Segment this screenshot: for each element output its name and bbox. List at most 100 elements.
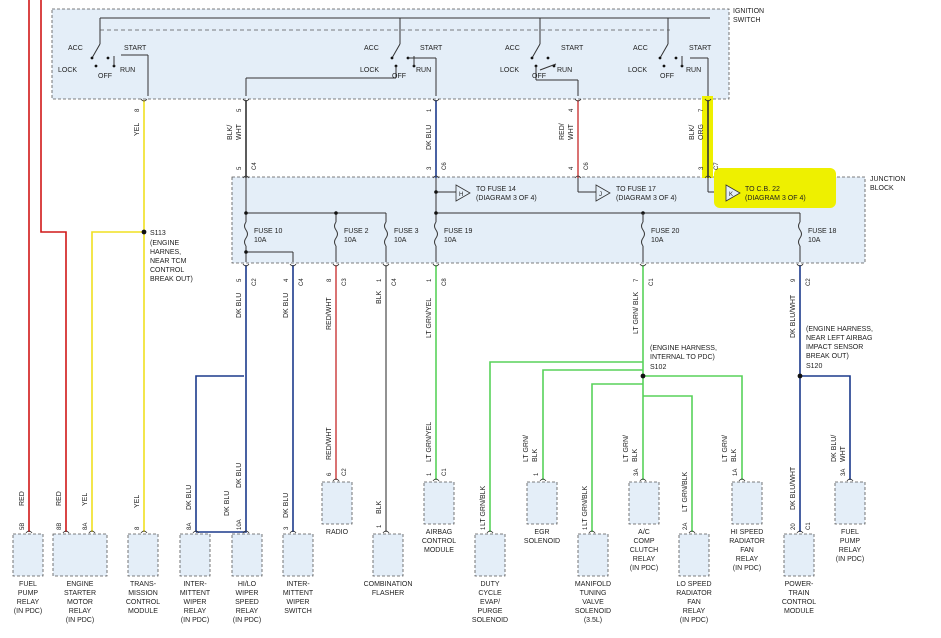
pin-label: 3 bbox=[427, 166, 433, 170]
svg-text:RADIO: RADIO bbox=[326, 529, 349, 536]
svg-text:ENGINE: ENGINE bbox=[67, 581, 94, 588]
svg-text:SOLENOID: SOLENOID bbox=[524, 538, 560, 545]
lower-wire-labels: RED/WHT 6 C2 LT GRN/YEL 1 C1 BLK 1 LT GR… bbox=[326, 422, 847, 528]
ref-triangle-j bbox=[595, 184, 611, 202]
radio-label: RADIO bbox=[326, 529, 349, 536]
splice-dot-s113 bbox=[141, 229, 147, 235]
svg-text:MODULE: MODULE bbox=[424, 547, 454, 554]
svg-text:DK BLU: DK BLU bbox=[283, 493, 290, 518]
splice-s113-label: S113 (ENGINE HARNES, NEAR TCM CONTROL BR… bbox=[150, 230, 193, 283]
svg-text:7: 7 bbox=[634, 278, 640, 282]
svg-text:TUNING: TUNING bbox=[580, 590, 607, 597]
svg-text:3A: 3A bbox=[634, 469, 640, 476]
powertrain-control-module-label: POWER- TRAIN CONTROL MODULE bbox=[782, 581, 816, 615]
intermittent-wiper-switch-label: INTER- MITTENT WIPER SWITCH bbox=[283, 581, 314, 615]
svg-text:MANIFOLD: MANIFOLD bbox=[575, 581, 611, 588]
lock-label: LOCK bbox=[628, 67, 647, 74]
svg-text:1: 1 bbox=[427, 278, 433, 282]
wire-color-label: BLK/ bbox=[227, 125, 234, 140]
wire-color-label: YEL bbox=[134, 123, 141, 136]
svg-text:SWITCH: SWITCH bbox=[284, 608, 312, 615]
off-label: OFF bbox=[532, 73, 546, 80]
svg-text:RELAY: RELAY bbox=[633, 556, 656, 563]
svg-text:PURGE: PURGE bbox=[478, 608, 503, 615]
svg-text:CLUTCH: CLUTCH bbox=[630, 547, 658, 554]
acc-label: ACC bbox=[68, 45, 83, 52]
run-label: RUN bbox=[416, 67, 431, 74]
wire-color-label: WHT bbox=[236, 123, 243, 140]
svg-text:8: 8 bbox=[327, 278, 333, 282]
splice-dot-s120 bbox=[797, 373, 803, 379]
svg-text:CONTROL: CONTROL bbox=[126, 599, 160, 606]
svg-text:C1: C1 bbox=[649, 278, 655, 286]
svg-text:RELAY: RELAY bbox=[69, 608, 92, 615]
svg-text:LT GRN/: LT GRN/ bbox=[722, 435, 729, 462]
svg-text:LT GRN/: LT GRN/ bbox=[623, 435, 630, 462]
svg-text:FLASHER: FLASHER bbox=[372, 590, 404, 597]
svg-text:C4: C4 bbox=[299, 278, 305, 286]
fuse-label: FUSE 18 bbox=[808, 228, 837, 235]
svg-text:BLK: BLK bbox=[376, 500, 383, 514]
combination-flasher-label: COMBINATION FLASHER bbox=[364, 581, 413, 597]
svg-text:(IN PDC): (IN PDC) bbox=[836, 556, 864, 563]
svg-text:SPEED: SPEED bbox=[235, 599, 259, 606]
left-red-wires bbox=[28, 0, 67, 532]
connector-bumps bbox=[25, 98, 854, 534]
pin-label: 7 bbox=[699, 108, 705, 112]
fuse-rating: 10A bbox=[394, 237, 407, 244]
fuse-symbols bbox=[244, 221, 802, 247]
svg-text:8A: 8A bbox=[187, 523, 193, 530]
svg-text:LT GRN/BLK: LT GRN/BLK bbox=[480, 485, 487, 526]
svg-text:(IN PDC): (IN PDC) bbox=[66, 617, 94, 624]
svg-text:C1: C1 bbox=[442, 468, 448, 476]
ignition-switch-title-2: SWITCH bbox=[733, 17, 761, 24]
svg-text:DK BLU: DK BLU bbox=[186, 485, 193, 510]
svg-text:FUEL: FUEL bbox=[19, 581, 37, 588]
pin-label: 5 bbox=[237, 108, 243, 112]
lock-label: LOCK bbox=[58, 67, 77, 74]
svg-text:WIPER: WIPER bbox=[236, 590, 259, 597]
svg-text:C1: C1 bbox=[806, 522, 812, 530]
duty-cycle-evap-purge-solenoid-label: DUTY CYCLE EVAP/ PURGE SOLENOID bbox=[472, 581, 508, 624]
svg-text:DK BLU: DK BLU bbox=[224, 491, 231, 516]
yellow-wires bbox=[91, 100, 147, 532]
connector-label: C6 bbox=[584, 162, 590, 170]
svg-text:INTER-: INTER- bbox=[183, 581, 207, 588]
svg-text:C3: C3 bbox=[342, 278, 348, 286]
fuse-label: FUSE 10 bbox=[254, 228, 283, 235]
svg-text:WIPER: WIPER bbox=[184, 599, 207, 606]
svg-text:CONTROL: CONTROL bbox=[150, 267, 184, 274]
svg-text:YEL: YEL bbox=[134, 495, 141, 508]
ref-triangle-k bbox=[725, 184, 741, 202]
pin-label: 8 bbox=[135, 108, 141, 112]
svg-text:BREAK OUT): BREAK OUT) bbox=[806, 353, 849, 360]
svg-text:(3.5L): (3.5L) bbox=[584, 617, 602, 624]
fuel-pump-relay-right-label: FUEL PUMP RELAY (IN PDC) bbox=[836, 529, 864, 563]
connector-label: C6 bbox=[442, 162, 448, 170]
svg-text:BREAK OUT): BREAK OUT) bbox=[150, 276, 193, 283]
svg-text:(ENGINE HARNESS,: (ENGINE HARNESS, bbox=[650, 345, 717, 352]
fuse-rating: 10A bbox=[651, 237, 664, 244]
ign-to-jb-wires bbox=[245, 96, 713, 178]
svg-text:(ENGINE HARNESS,: (ENGINE HARNESS, bbox=[806, 326, 873, 333]
jb-output-wires bbox=[195, 265, 851, 533]
off-label: OFF bbox=[98, 73, 112, 80]
red-wire-starter bbox=[40, 0, 67, 532]
svg-text:20: 20 bbox=[791, 523, 797, 530]
svg-text:SOLENOID: SOLENOID bbox=[472, 617, 508, 624]
junction-block-internals: H J bbox=[244, 178, 802, 262]
svg-text:5: 5 bbox=[237, 278, 243, 282]
fuse-rating: 10A bbox=[444, 237, 457, 244]
run-label: RUN bbox=[557, 67, 572, 74]
start-label: START bbox=[124, 45, 147, 52]
wire-color-label: BLK/ bbox=[689, 125, 696, 140]
svg-text:8B: 8B bbox=[57, 523, 63, 530]
svg-text:IMPACT SENSOR: IMPACT SENSOR bbox=[806, 344, 863, 351]
svg-text:BLK: BLK bbox=[376, 290, 383, 304]
engine-starter-motor-relay-label: ENGINE STARTER MOTOR RELAY (IN PDC) bbox=[64, 581, 96, 624]
egr-solenoid-label: EGR SOLENOID bbox=[524, 529, 560, 545]
svg-text:S113: S113 bbox=[150, 230, 166, 237]
splice-dot-s102 bbox=[640, 373, 646, 379]
svg-text:1: 1 bbox=[481, 526, 487, 530]
highlight-cb22 bbox=[714, 168, 836, 208]
